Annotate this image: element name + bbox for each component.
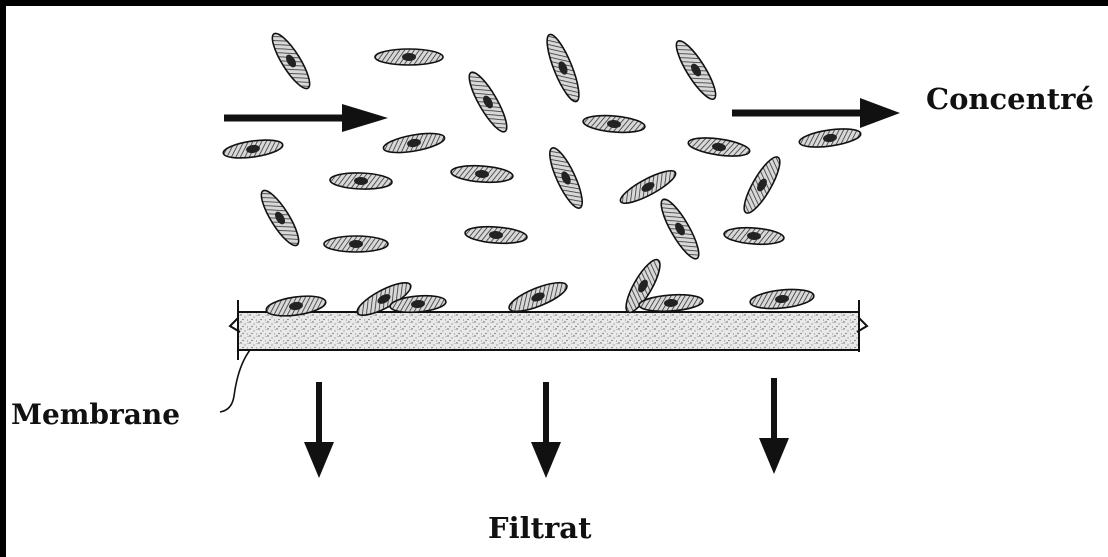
particle xyxy=(506,277,570,317)
particle xyxy=(582,113,645,134)
suspended-particles xyxy=(222,29,862,321)
diagram-canvas: Concentré Membrane Filtrat xyxy=(6,6,1108,557)
filtrate-arrow-right xyxy=(759,378,789,474)
concentrate-flow-arrow xyxy=(732,98,900,128)
membrane-label: Membrane xyxy=(11,398,180,431)
particle xyxy=(451,164,514,184)
membrane-leader-line xyxy=(220,350,250,412)
particle xyxy=(222,137,284,161)
particle xyxy=(798,126,862,150)
particle xyxy=(655,195,705,263)
particle xyxy=(687,135,751,159)
particle xyxy=(724,226,785,246)
particle xyxy=(465,225,528,245)
particle xyxy=(670,36,721,103)
particle xyxy=(544,144,588,211)
particle xyxy=(266,29,315,93)
particle xyxy=(541,31,585,105)
filtrate-arrow-left xyxy=(304,382,334,478)
filtrate-label: Filtrat xyxy=(488,511,591,545)
particle xyxy=(382,130,446,157)
particle xyxy=(463,68,513,136)
filtrate-arrow-middle xyxy=(531,382,561,478)
particle xyxy=(738,153,786,217)
particle xyxy=(749,287,815,312)
particle xyxy=(255,186,304,250)
particle xyxy=(330,172,393,190)
inlet-flow-arrow xyxy=(224,104,388,132)
particle xyxy=(324,236,388,252)
particle xyxy=(375,49,443,65)
concentrate-label: Concentré xyxy=(926,82,1094,116)
